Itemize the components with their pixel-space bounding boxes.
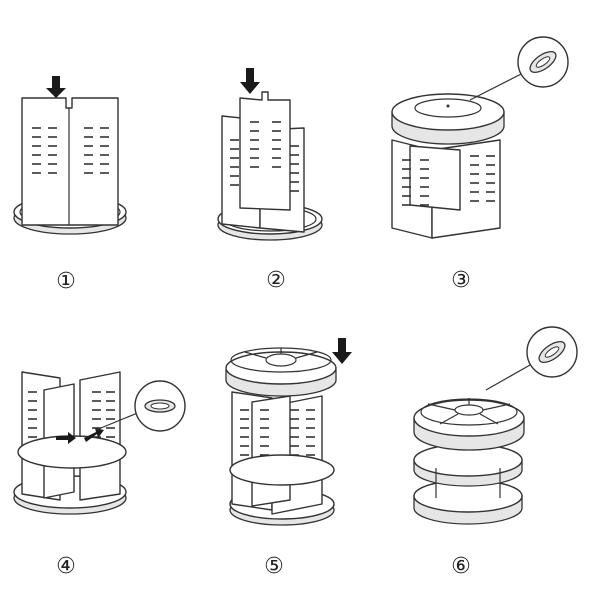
step-1-illustration: [13, 76, 127, 235]
step-number-3: ③: [451, 268, 471, 293]
step-5-illustration: [225, 338, 352, 526]
down-arrow-icon: [46, 76, 66, 98]
step-number-5: ⑤: [264, 554, 284, 579]
step-3-illustration: [391, 36, 569, 239]
step-number-4: ④: [56, 554, 76, 579]
step-6-illustration: [413, 326, 578, 525]
step-2-illustration: [217, 68, 323, 241]
step-4-illustration: [13, 371, 186, 515]
down-arrow-icon: [240, 68, 260, 94]
down-arrow-icon: [332, 338, 352, 364]
step-number-2: ②: [266, 268, 286, 293]
step-number-6: ⑥: [451, 554, 471, 579]
step-number-1: ①: [56, 269, 76, 294]
